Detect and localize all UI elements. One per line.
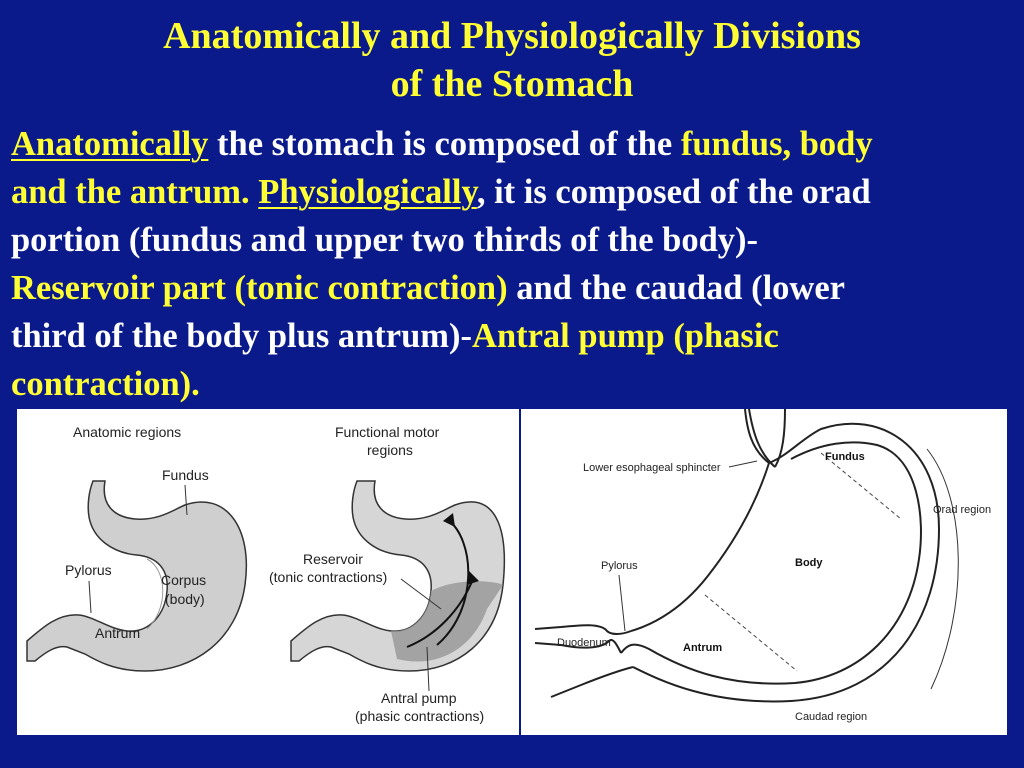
outer-wall bbox=[632, 409, 941, 703]
para-text: and the caudad (lower bbox=[507, 269, 845, 307]
term-fundus-body: fundus, body bbox=[680, 125, 873, 163]
duodenum-lower bbox=[550, 666, 634, 698]
label-corpus-body: (body) bbox=[165, 591, 205, 607]
reservoir-leader-line bbox=[400, 578, 442, 610]
les-leader-line bbox=[728, 460, 758, 468]
label-antral-pump: Antral pump bbox=[381, 690, 457, 706]
label-pylorus: Pylorus bbox=[65, 562, 112, 578]
label-caudad-region: Caudad region bbox=[795, 711, 867, 723]
slide-title: Anatomically and Physiologically Divisio… bbox=[0, 12, 1024, 108]
anatomic-stomach-shape bbox=[26, 480, 247, 672]
body-antrum-divider bbox=[704, 594, 798, 672]
term-antrum: and the antrum. bbox=[11, 173, 250, 211]
body-paragraph: Anatomically the stomach is composed of … bbox=[11, 120, 1016, 408]
anatomic-functional-figure: Anatomic regions Fundus Pylorus Corpus (… bbox=[17, 409, 519, 735]
para-space bbox=[250, 173, 259, 211]
pylorus-leader-line bbox=[618, 574, 626, 632]
label-reservoir: Reservoir bbox=[303, 551, 363, 567]
stomach-outline bbox=[534, 409, 941, 703]
duodenum-wall bbox=[534, 624, 632, 635]
reservoir-arrow bbox=[436, 518, 470, 646]
arrowhead bbox=[467, 571, 479, 585]
term-reservoir: Reservoir part (tonic contraction) bbox=[11, 269, 508, 307]
label-lower-esophageal-sphincter: Lower esophageal sphincter bbox=[583, 462, 721, 474]
title-line-2: of the Stomach bbox=[390, 63, 634, 105]
anatomic-stomach-drawing bbox=[26, 480, 247, 672]
fundus-body-divider bbox=[820, 452, 902, 520]
label-regions: regions bbox=[367, 442, 413, 458]
orad-bracket bbox=[926, 448, 959, 690]
functional-stomach-drawing bbox=[290, 480, 506, 672]
inner-wall bbox=[620, 441, 922, 685]
term-anatomically: Anatomically bbox=[11, 125, 209, 163]
label-fundus: Fundus bbox=[825, 451, 865, 463]
pylorus-leader-line bbox=[88, 580, 92, 614]
label-functional-motor: Functional motor bbox=[335, 424, 440, 440]
orad-caudad-figure: Lower esophageal sphincter Fundus Orad r… bbox=[521, 409, 1007, 735]
label-orad-region: Orad region bbox=[933, 504, 991, 516]
label-body: Body bbox=[795, 557, 823, 569]
stomach-fold bbox=[146, 558, 164, 630]
term-physiologically: Physiologically bbox=[258, 173, 477, 211]
stomach-regions-illustration: Anatomic regions Fundus Pylorus Corpus (… bbox=[26, 424, 506, 724]
label-fundus: Fundus bbox=[162, 467, 209, 483]
title-line-1: Anatomically and Physiologically Divisio… bbox=[163, 15, 861, 57]
label-corpus: Corpus bbox=[161, 572, 206, 588]
para-text: portion (fundus and upper two thirds of … bbox=[11, 221, 759, 259]
label-pylorus: Pylorus bbox=[601, 560, 638, 572]
esophagus-wall bbox=[748, 409, 776, 468]
para-text: , it is composed of the orad bbox=[476, 173, 871, 211]
para-text: the stomach is composed of the bbox=[208, 125, 681, 163]
label-duodenum: Duodenum bbox=[557, 637, 611, 649]
antral-arrow bbox=[406, 578, 474, 648]
orad-caudad-illustration: Lower esophageal sphincter Fundus Orad r… bbox=[534, 409, 991, 723]
label-antrum: Antrum bbox=[683, 642, 722, 654]
term-antral-pump: Antral pump (phasic bbox=[472, 317, 779, 355]
arrowhead bbox=[443, 513, 455, 527]
label-phasic-contractions: (phasic contractions) bbox=[355, 708, 484, 724]
label-anatomic-regions: Anatomic regions bbox=[73, 424, 181, 440]
label-tonic-contractions: (tonic contractions) bbox=[269, 569, 387, 585]
para-text: third of the body plus antrum)- bbox=[11, 317, 473, 355]
lesser-curve bbox=[630, 462, 770, 632]
label-antrum: Antrum bbox=[95, 625, 140, 641]
esophagus-wall bbox=[774, 409, 786, 468]
fundus-leader-line bbox=[184, 484, 188, 516]
term-contraction: contraction). bbox=[11, 365, 200, 403]
pylorus-wall bbox=[534, 639, 622, 654]
antral-leader-line bbox=[426, 646, 430, 692]
